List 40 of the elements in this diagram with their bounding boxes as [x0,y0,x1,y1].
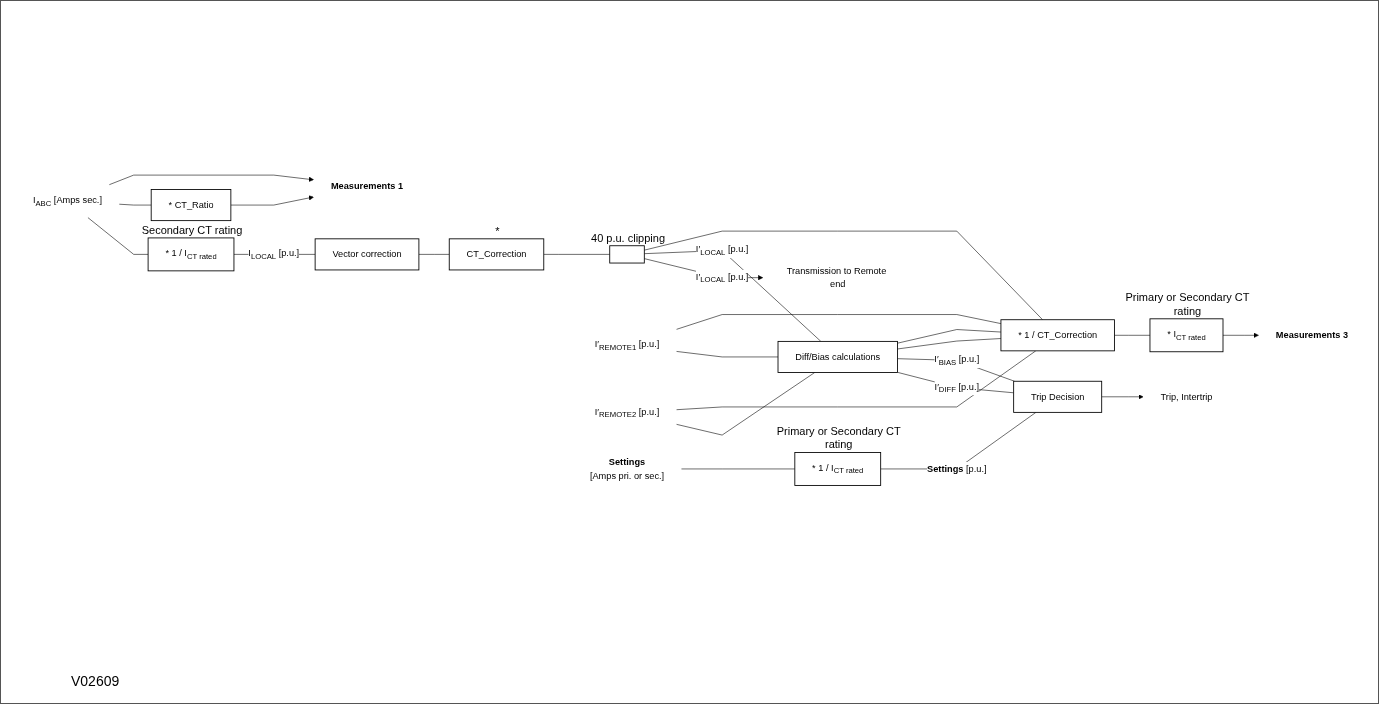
node-box: * CT_Ratio [150,189,232,222]
node-text: I$_{ABC}$ [Amps sec.] [32,195,102,208]
edge-label: I′$_{LOCAL}$ [p.u.] [695,244,749,257]
connector [676,350,1037,410]
node-caption: 40 p.u. clipping [590,231,666,245]
node-text: Transmission to Remote end [786,265,887,290]
node-text: Measurements 3 [1275,330,1349,340]
node-box: Trip Decision [1013,380,1103,413]
edge-label: I′$_{LOCAL}$ [p.u.] [695,271,749,284]
node-box: * 1 / CT_Correction [1000,319,1115,352]
connector [543,254,610,255]
node-box: Diff/Bias calculations [777,340,898,373]
node-box: * I$_{CT rated}$ [1149,318,1224,353]
connector [681,468,796,470]
connector [676,314,1002,330]
node-text: I′$_{REMOTE2}$ [p.u.] [594,406,660,419]
node-box: * 1 / I$_{CT rated}$ [147,237,235,272]
node-box: CT_Correction [448,238,545,271]
connector [897,329,1002,344]
node-caption: Secondary CT rating [140,223,244,237]
node-caption: Primary or Secondary CT rating [775,425,902,452]
connector [676,372,815,436]
edge-label: Settings [p.u.] [927,463,987,474]
node-caption: Primary or Secondary CT rating [1124,291,1251,318]
node-text: Measurements 1 [330,180,404,191]
edge-label: I′$_{DIFF}$ [p.u.] [934,381,980,394]
edge-label: I′$_{BIAS}$ [p.u.] [934,354,980,367]
edge-label: I$_{LOCAL}$ [p.u.] [248,248,300,261]
connector [1114,334,1151,336]
node-text: Settings [Amps pri. or sec.] [589,456,665,481]
node-text: Trip, Intertrip [1160,391,1213,402]
node-box [609,245,645,264]
node-box: * 1 / I$_{CT rated}$ [794,452,882,486]
connector [87,217,149,255]
node-box: Vector correction [314,238,420,271]
node-caption: * [494,224,501,238]
node-text: I′$_{REMOTE1}$ [p.u.] [594,339,660,352]
connector [418,254,450,255]
connector [897,338,1002,350]
figure-code: V02609 [71,673,120,689]
